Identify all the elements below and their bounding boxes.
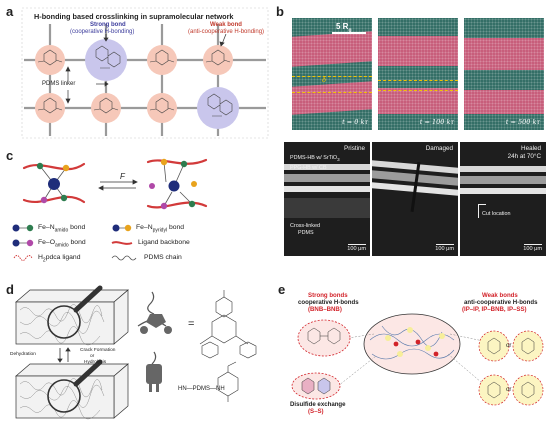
network-diagram (21, 7, 269, 139)
simulation-frame-1: 5 Rg δ t = 0 kτ (292, 18, 372, 130)
strong-bonds-line3: (BNB–BNB) (308, 306, 342, 313)
crack-label: Crack Formation (80, 348, 116, 353)
strong-bonds-title: Strong bonds (308, 292, 348, 299)
legend-fe-npyridyl: Fe–Npyridyl bond (136, 224, 185, 234)
scale-label: 5 Rg (336, 22, 352, 34)
weak-bonds-line3: (IP–IP, IP–BNB, IP–SS) (462, 306, 527, 313)
legend-ligand-backbone: Ligand backbone (138, 239, 190, 246)
panel-b: b 5 Rg δ t = 0 kτ t = 100 kτ t = 500 kτ … (276, 4, 546, 280)
panel-c: c (4, 148, 272, 278)
time-label-0: t = 0 kτ (342, 118, 368, 126)
legend-fe-namido: Fe–Namido bond (38, 224, 86, 234)
force-label: F (120, 172, 125, 181)
panel-label-b: b (276, 4, 284, 19)
panel-label-c: c (6, 148, 14, 163)
scale-bar-2: 100 μm (435, 243, 454, 252)
legend-fe-oamido: Fe–Oamido bond (38, 239, 86, 249)
strong-bonds-line2: cooperative H-bonds (298, 299, 359, 306)
disulfide-label: Disulfide exchange (290, 401, 346, 408)
pdms-linker-label: PDMS linker (42, 81, 76, 87)
panel-label-d: d (6, 282, 14, 297)
time-label-2: t = 500 kτ (505, 118, 540, 126)
strong-bond-label: Strong bond (90, 22, 126, 28)
scale-bar-1: 100 μm (347, 243, 366, 252)
panel-d: d (4, 282, 272, 420)
weak-bond-sub: (anti-cooperative H-bonding) (188, 29, 265, 35)
ligand-schematic (12, 158, 208, 261)
photo-title-healed: Healed (521, 145, 541, 152)
hydrolysis-label: Hydrolysis (84, 360, 107, 365)
scale-bar (332, 32, 366, 34)
cut-location-label: Cut location (482, 211, 511, 217)
delta-label: δ (322, 77, 326, 84)
photo-title-pristine: Pristine (344, 145, 365, 152)
simulation-frame-2: t = 100 kτ (378, 18, 458, 130)
weak-bonds-title: Weak bonds (482, 292, 518, 299)
photo-pristine: Pristine PDMS-HB w/ SrTiO3 PPG-HB w/ CB … (284, 142, 370, 256)
photo-damaged: Damaged 100 μm (372, 142, 458, 256)
bond-network-diagram (291, 313, 544, 406)
layer1-label: PDMS-HB w/ SrTiO3 (290, 155, 340, 163)
scale-bar-3: 100 μm (523, 243, 542, 252)
panel-e: e (278, 282, 544, 420)
legend-h2pdca: H2pdca ligand (38, 254, 81, 264)
dehydration-label: Dehydration (10, 352, 36, 357)
layer2-label: PPG-HB w/ CB (290, 165, 327, 171)
panel-label-e: e (278, 282, 286, 297)
crosslinked-label: Cross-linked (290, 223, 320, 229)
photo-healed: Healed 24h at 70°C Cut location 100 μm (460, 142, 546, 256)
self-healing-schematic (15, 285, 257, 420)
healed-condition: 24h at 70°C (507, 153, 541, 160)
weak-bond-label: Weak bond (210, 22, 242, 28)
pdms-linker-label-d: HN—PDMS—NH (178, 386, 225, 392)
or-label: or (90, 354, 95, 359)
or-label-2: or (506, 386, 512, 393)
disulfide-sub: (S–S) (308, 408, 324, 415)
crosslinked-label-2: PDMS (298, 230, 314, 236)
panel-a-title: H-bonding based crosslinking in supramol… (34, 12, 234, 21)
simulation-frame-3: t = 500 kτ (464, 18, 544, 130)
panel-label-a: a (6, 4, 14, 19)
legend-pdms-chain: PDMS chain (144, 254, 182, 261)
equals-sign: = (188, 318, 195, 330)
strong-bond-sub: (cooperative H-bonding) (70, 29, 135, 35)
time-label-1: t = 100 kτ (419, 118, 454, 126)
or-label-1: or (506, 342, 512, 349)
weak-bonds-line2: anti-cooperative H-bonds (464, 299, 538, 306)
panel-a: a (4, 4, 272, 142)
photo-title-damaged: Damaged (425, 145, 453, 152)
